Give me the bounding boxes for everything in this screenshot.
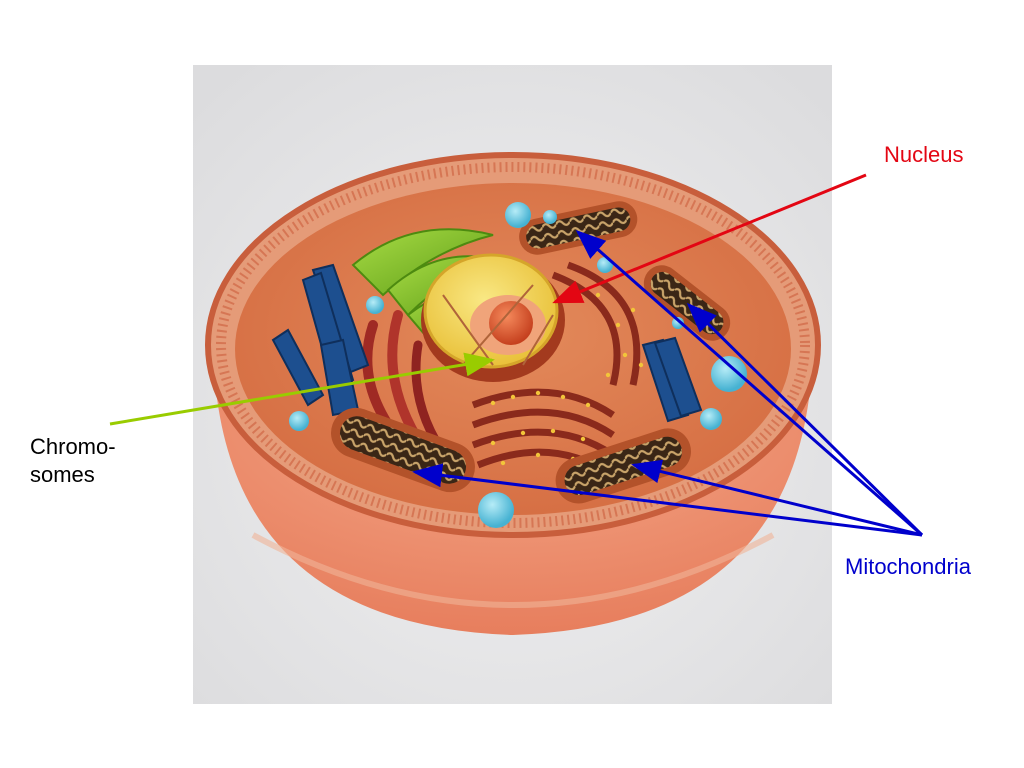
chromosomes-label-line-1: Chromo-: [30, 434, 116, 459]
mitochondria-label: Mitochondria: [845, 554, 971, 579]
cell-illustration: [193, 65, 832, 704]
nucleolus: [489, 301, 533, 345]
nucleus: [421, 253, 565, 382]
nucleus-label: Nucleus: [884, 142, 964, 167]
chromosomes-label: Chromo- somes: [30, 433, 116, 489]
chromosomes-label-line-2: somes: [30, 462, 95, 487]
